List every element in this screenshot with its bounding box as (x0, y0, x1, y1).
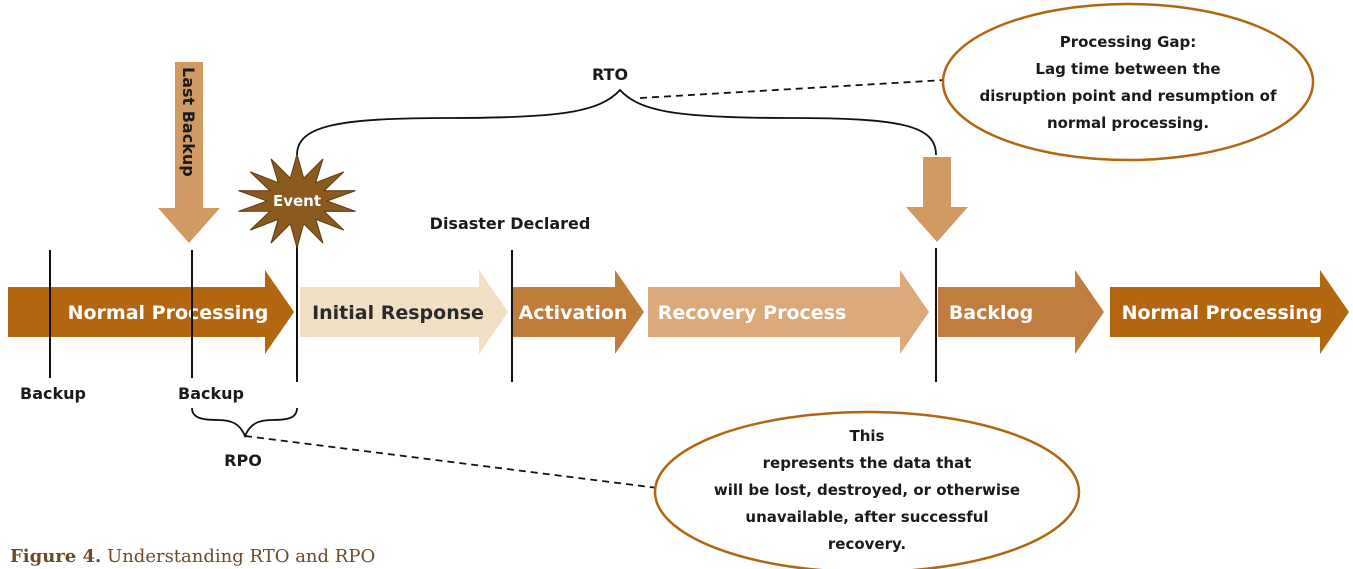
callout-line: unavailable, after successful (745, 508, 988, 526)
process-arrow-recovery-process: Recovery Process (648, 270, 929, 354)
rpo-callout-connector (244, 435, 659, 489)
arrow-label: Activation (519, 302, 628, 324)
arrow-shape (648, 270, 929, 354)
arrow-label: Normal Processing (1122, 302, 1323, 324)
backup-label-1: Backup (20, 384, 86, 403)
process-arrow-activation: Activation (513, 270, 644, 354)
callout-line: Processing Gap: (1060, 33, 1197, 51)
processing-gap-callout: Processing Gap: Lag time between the dis… (941, 2, 1315, 162)
arrow-label: Initial Response (312, 302, 484, 324)
figure-title: Understanding RTO and RPO (107, 546, 376, 567)
callout-line: represents the data that (763, 454, 972, 472)
backup-label-2: Backup (178, 384, 244, 403)
data-loss-callout: This represents the data that will be lo… (653, 410, 1081, 569)
arrow-label: Normal Processing (68, 302, 269, 324)
process-arrow-initial-response: Initial Response (300, 270, 508, 354)
starburst-shape (238, 152, 356, 250)
arrow-label: Backlog (949, 302, 1033, 324)
callout-line: recovery. (828, 535, 906, 553)
disaster-declared-label: Disaster Declared (430, 214, 591, 233)
arrow-shape (1110, 270, 1349, 354)
callout-ellipse (941, 2, 1315, 162)
arrow-shape (938, 270, 1104, 354)
last-backup-label: Last Backup (179, 67, 198, 177)
process-arrow-backlog: Backlog (938, 270, 1104, 354)
rto-label: RTO (592, 65, 628, 84)
callout-line: This (850, 427, 885, 445)
figure-caption: Figure 4. Understanding RTO and RPO (10, 546, 375, 567)
arrow-label: Recovery Process (658, 302, 847, 324)
callout-line: disruption point and resumption of (979, 87, 1277, 105)
rpo-brace (191, 407, 298, 439)
callout-line: normal processing. (1047, 114, 1209, 132)
rto-brace (296, 88, 937, 156)
event-starburst: Event (238, 152, 356, 250)
callout-ellipse (653, 410, 1081, 569)
arrow-shape (300, 270, 508, 354)
process-arrow-normal-processing-1: Normal Processing (8, 270, 294, 354)
rto-callout-connector (639, 79, 946, 99)
arrow-shape (513, 270, 644, 354)
callout-line: Lag time between the (1035, 60, 1220, 78)
figure-number: Figure 4. (10, 546, 102, 567)
process-arrow-normal-processing-2: Normal Processing (1110, 270, 1349, 354)
rpo-label: RPO (224, 451, 262, 470)
down-arrow-shape (906, 157, 968, 242)
recovery-complete-arrow (906, 157, 968, 242)
callout-line: will be lost, destroyed, or otherwise (714, 481, 1020, 499)
down-arrow-shape (158, 62, 220, 243)
arrow-shape (8, 270, 294, 354)
event-label: Event (273, 192, 321, 210)
last-backup-arrow: Last Backup (158, 62, 220, 243)
